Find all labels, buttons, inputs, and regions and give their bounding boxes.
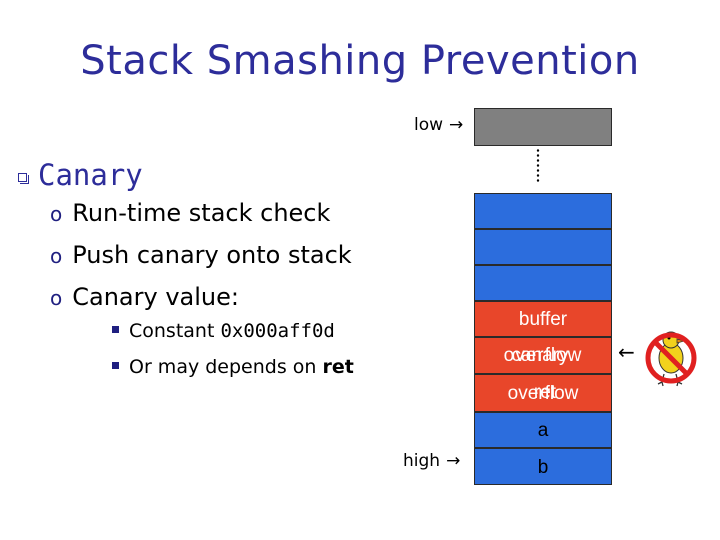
circle-bullet-icon: o (50, 286, 63, 310)
ret-word: ret (322, 356, 354, 378)
ret-text: ret (533, 382, 557, 403)
stack-cell-top (474, 108, 612, 146)
buffer-label: buffer (518, 309, 568, 330)
stack-cell-b: b (474, 448, 612, 485)
right-arrow-icon: → (446, 451, 461, 471)
circle-bullet-icon: o (50, 244, 63, 268)
canary-text: canary (511, 345, 569, 366)
overflow-text: overflow (507, 383, 579, 404)
sub-bullet-text: Or may depends on (129, 356, 323, 378)
heading-canary: Canary (38, 158, 143, 192)
bullet-item: o Push canary onto stack (50, 241, 352, 269)
bullet-item: o Canary value: (50, 283, 239, 311)
stack-cell (474, 265, 612, 301)
bullet-text: Run-time stack check (72, 199, 331, 227)
bullet-text: Canary value: (72, 283, 239, 311)
high-text: high (403, 451, 441, 471)
square-bullet-icon (112, 362, 119, 369)
slide-title: Stack Smashing Prevention (80, 38, 640, 84)
stack-cell-canary: overflow canary (474, 337, 612, 374)
arg-b-label: b (537, 457, 549, 478)
arg-a-label: a (537, 420, 549, 441)
sub-bullet-item: Or may depends on ret (112, 356, 354, 378)
left-arrow-icon: ← (618, 340, 635, 364)
stack-cell (474, 229, 612, 265)
bullet-text: Push canary onto stack (72, 241, 352, 269)
stack-cell-buffer: buffer (474, 301, 612, 337)
overflow-text: overflow (503, 345, 583, 366)
sub-bullet-text: Constant (129, 320, 221, 342)
no-bird-icon (645, 331, 697, 387)
square-bullet-icon (112, 326, 119, 333)
circle-bullet-icon: o (50, 202, 63, 226)
stack-cell-ret: overflow ret (474, 374, 612, 412)
bullet-item: o Run-time stack check (50, 199, 330, 227)
low-label: low→ (414, 115, 463, 135)
square-bullet-icon (18, 173, 29, 184)
sub-bullet-item: Constant 0x000aff0d (112, 320, 335, 342)
high-label: high→ (403, 451, 460, 471)
right-arrow-icon: → (449, 115, 464, 135)
low-text: low (414, 115, 444, 135)
canary-constant-value: 0x000aff0d (220, 320, 335, 342)
stack-cell-a: a (474, 412, 612, 448)
ellipsis-dots-icon (536, 148, 540, 182)
stack-cell (474, 193, 612, 229)
